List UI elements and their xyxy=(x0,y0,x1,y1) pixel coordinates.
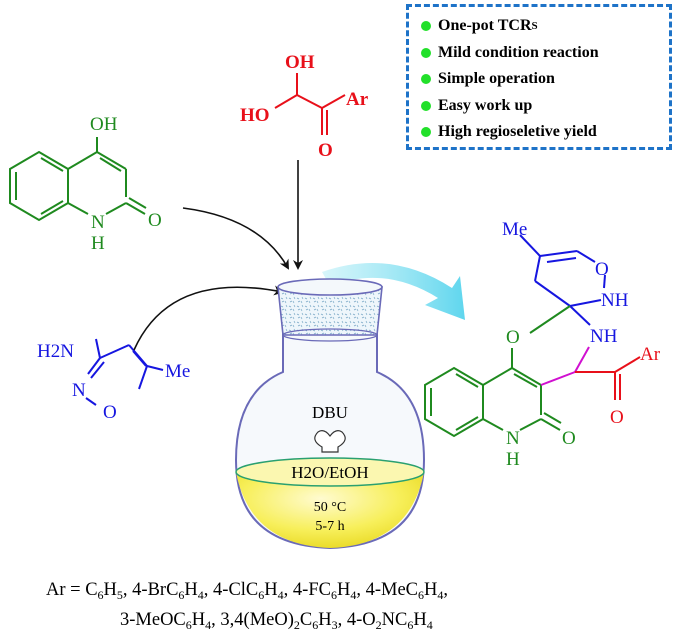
bullet-icon xyxy=(421,100,431,111)
aldehyde-reactant xyxy=(274,73,346,135)
product-n-label: N xyxy=(506,428,520,449)
advantage-text: Simple operation xyxy=(438,70,555,87)
product-ring-o-label: O xyxy=(595,259,609,280)
product-arrow xyxy=(322,263,465,320)
bullet-icon xyxy=(421,74,431,85)
aldehyde-o-label: O xyxy=(318,140,333,161)
flask-labels: DBU H2O/EtOH 50 °C 5-7 h xyxy=(291,403,368,534)
product-o-bridge-label: O xyxy=(506,327,520,348)
advantage-text: Easy work up xyxy=(438,96,533,114)
reaction-arrows xyxy=(133,160,303,351)
product-new-bonds xyxy=(540,346,590,386)
aldehyde-ho-label: HO xyxy=(240,105,270,126)
quinolinone-reactant xyxy=(9,137,147,222)
advantage-text: High regioseletive yield xyxy=(438,123,597,140)
bullet-icon xyxy=(421,21,431,32)
quinolinone-o-label: O xyxy=(148,210,162,231)
quinolinone-oh-label: OH xyxy=(90,114,118,135)
product-ar-label: Ar xyxy=(640,344,661,365)
product-me-label: Me xyxy=(502,219,527,240)
product-isoxazole-labels: Me O NH NH xyxy=(502,219,629,347)
arrow-from-amine xyxy=(133,285,284,351)
heat-icon xyxy=(314,430,346,453)
product-quinolinone xyxy=(424,305,571,438)
arrow-from-quinolinone xyxy=(182,207,289,270)
advantage-item: High regioseletive yield xyxy=(421,119,669,146)
advantage-item: Simple operation xyxy=(421,66,669,93)
amine-n-label: N xyxy=(72,380,86,401)
amine-o-label: O xyxy=(103,402,117,423)
advantage-text: One-pot TCR xyxy=(438,17,532,34)
advantage-item: Easy work up xyxy=(421,93,669,120)
time-label: 5-7 h xyxy=(315,519,344,534)
product-isoxazole-ring xyxy=(519,234,606,326)
advantage-text: Mild condition reaction xyxy=(438,43,599,61)
product-h-label: H xyxy=(506,449,520,470)
aldehyde-ar-label: Ar xyxy=(346,89,369,110)
amine-reactant xyxy=(85,338,164,406)
temperature-label: 50 °C xyxy=(314,500,346,515)
solvent-label: H2O/EtOH xyxy=(291,463,368,482)
product-nh-mid-label: NH xyxy=(590,326,618,347)
product-aroyl-labels: Ar O xyxy=(610,344,661,428)
quinolinone-n-label: N xyxy=(91,212,105,233)
ar-definition-line-1: Ar = C6H5, 4-BrC6H4, 4-ClC6H4, 4-FC6H4, … xyxy=(46,580,448,602)
product-nh-top-label: NH xyxy=(601,290,629,311)
bullet-icon xyxy=(421,47,431,58)
product-aroyl xyxy=(575,356,641,400)
product-carbonyl-o-label: O xyxy=(610,407,624,428)
amine-nh2-label: H2N xyxy=(37,341,74,362)
advantage-item: Mild condition reaction xyxy=(421,40,669,67)
reaction-flask xyxy=(234,278,426,550)
aldehyde-labels: OH HO Ar O xyxy=(240,52,369,161)
amine-labels: H2N N O Me xyxy=(37,341,190,423)
product-lactam-o-label: O xyxy=(562,428,576,449)
bullet-icon xyxy=(421,127,431,138)
aldehyde-oh-label: OH xyxy=(285,52,315,73)
product-quinolinone-labels: O N H O xyxy=(506,327,576,470)
catalyst-label: DBU xyxy=(312,403,348,422)
ar-definition-line-2: 3-MeOC6H4, 3,4(MeO)2C6H3, 4-O2NC6H4 xyxy=(120,610,433,632)
amine-me-label: Me xyxy=(165,361,190,382)
quinolinone-labels: OH N H O xyxy=(90,114,162,254)
quinolinone-h-label: H xyxy=(91,233,105,254)
